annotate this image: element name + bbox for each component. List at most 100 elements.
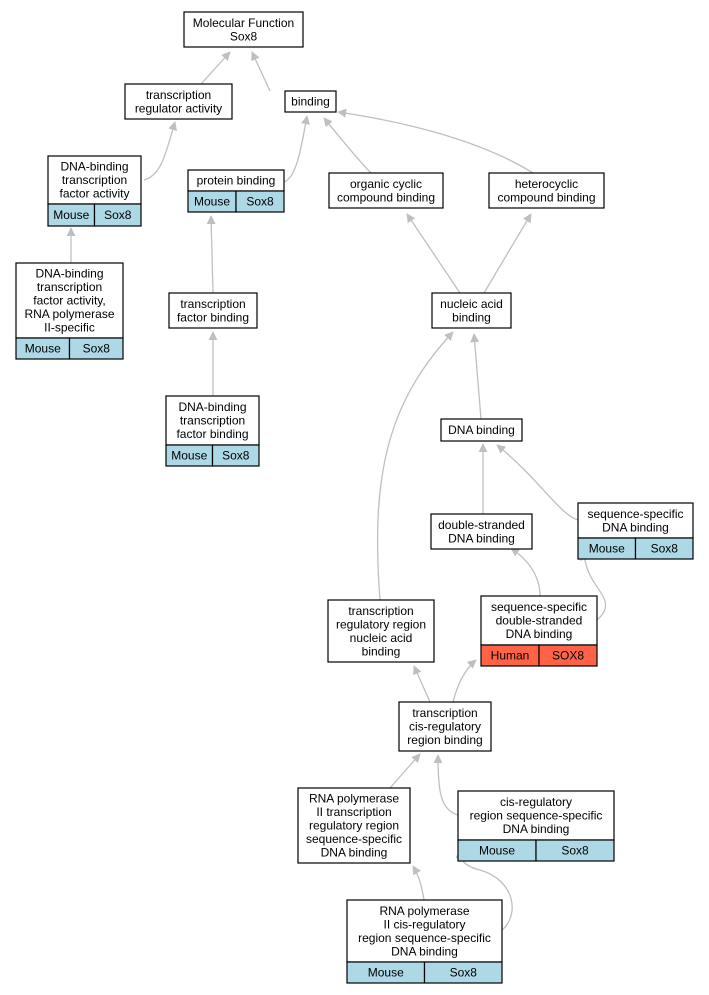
node-box: [297, 787, 411, 864]
node-label-line: region sequence-specific: [470, 809, 603, 823]
node-label-line: Sox8: [230, 29, 258, 43]
node-label-line: DNA binding: [448, 531, 515, 545]
species-badge-label: Mouse: [171, 449, 207, 463]
node-label-line: double-stranded: [496, 614, 583, 628]
edge-arrow: [483, 213, 532, 294]
go-term-node-dna[interactable]: DNA binding: [440, 418, 523, 442]
species-badge-label: Mouse: [25, 342, 61, 356]
node-box: [165, 395, 260, 446]
node-label-line: region sequence-specific: [358, 931, 491, 945]
node-box: [488, 172, 605, 209]
node-label-line: II-specific: [44, 321, 95, 335]
node-label-line: DNA-binding: [35, 267, 103, 281]
edge-arrow: [206, 215, 216, 294]
gene-badge: [634, 537, 694, 560]
node-label-line: transcription: [37, 280, 102, 294]
gene-badge-label: Sox8: [246, 195, 274, 209]
gene-badge-label: SOX8: [552, 649, 584, 663]
node-label-line: DNA binding: [602, 520, 669, 534]
node-box: [457, 790, 615, 841]
node-label-line: II transcription: [316, 805, 391, 819]
node-label-line: RNA polymerase: [309, 792, 399, 806]
node-label-line: region binding: [407, 733, 482, 747]
node-label-line: compound binding: [337, 190, 435, 204]
node-label-line: Molecular Function: [193, 16, 294, 30]
edge-arrow: [433, 754, 459, 816]
node-label-line: double-stranded: [438, 518, 525, 532]
edge-arrow: [470, 333, 482, 420]
species-badge-label: Mouse: [53, 208, 89, 222]
node-label-line: transcription: [180, 414, 245, 428]
node-label-line: DNA binding: [506, 627, 573, 641]
node-label-line: DNA binding: [503, 822, 570, 836]
species-badge-label: Mouse: [479, 844, 515, 858]
node-label-line: DNA-binding: [60, 160, 128, 174]
edge-arrow: [496, 444, 579, 521]
species-badge-label: Mouse: [589, 542, 625, 556]
node-label-line: factor binding: [177, 310, 249, 324]
node-box: [430, 513, 533, 550]
edge-arrow: [389, 753, 421, 789]
node-box: [398, 701, 492, 752]
node-label-line: regulatory region: [309, 819, 399, 833]
node-label-line: protein binding: [197, 174, 276, 188]
edge-arrow: [200, 51, 231, 85]
node-box: [328, 172, 444, 209]
gene-badge: [423, 961, 503, 984]
node-label-line: binding: [452, 310, 491, 324]
node-label-line: DNA-binding: [178, 400, 246, 414]
node-label-line: sequence-specific: [306, 832, 402, 846]
node-label-line: transcription: [180, 297, 245, 311]
node-box: [577, 502, 694, 539]
gene-badge: [211, 444, 260, 467]
edge-arrow: [510, 547, 541, 597]
edge-arrow: [143, 121, 177, 181]
node-label-line: compound binding: [497, 190, 595, 204]
node-label-line: DNA binding: [448, 423, 515, 437]
node-label-line: organic cyclic: [350, 177, 422, 191]
node-label-line: DNA binding: [321, 846, 388, 860]
node-label-line: binding: [362, 644, 401, 658]
gene-badge: [93, 203, 142, 227]
gene-badge-label: Sox8: [561, 844, 589, 858]
node-box: [124, 83, 233, 120]
node-box: [440, 418, 523, 442]
gene-badge-label: Sox8: [104, 208, 132, 222]
edge-arrow: [323, 117, 372, 174]
node-box: [168, 292, 258, 329]
edge-arrow: [579, 551, 607, 621]
species-badge-label: Mouse: [368, 966, 404, 980]
node-layer: Molecular FunctionSox8transcriptionregul…: [15, 11, 694, 984]
node-label-line: transcription: [146, 88, 211, 102]
gene-badge-label: Sox8: [450, 966, 478, 980]
node-label-line: nucleic acid: [440, 297, 503, 311]
node-box: [480, 595, 598, 646]
node-label-line: heterocyclic: [515, 177, 578, 191]
go-term-node-binding[interactable]: binding: [284, 90, 337, 113]
node-label-line: RNA polymerase: [379, 904, 469, 918]
node-label-line: sequence-specific: [587, 507, 683, 521]
gene-badge-label: Sox8: [222, 449, 250, 463]
node-label-line: transcription: [412, 706, 477, 720]
species-badge-label: Human: [491, 649, 530, 663]
edge-arrow: [337, 108, 534, 174]
